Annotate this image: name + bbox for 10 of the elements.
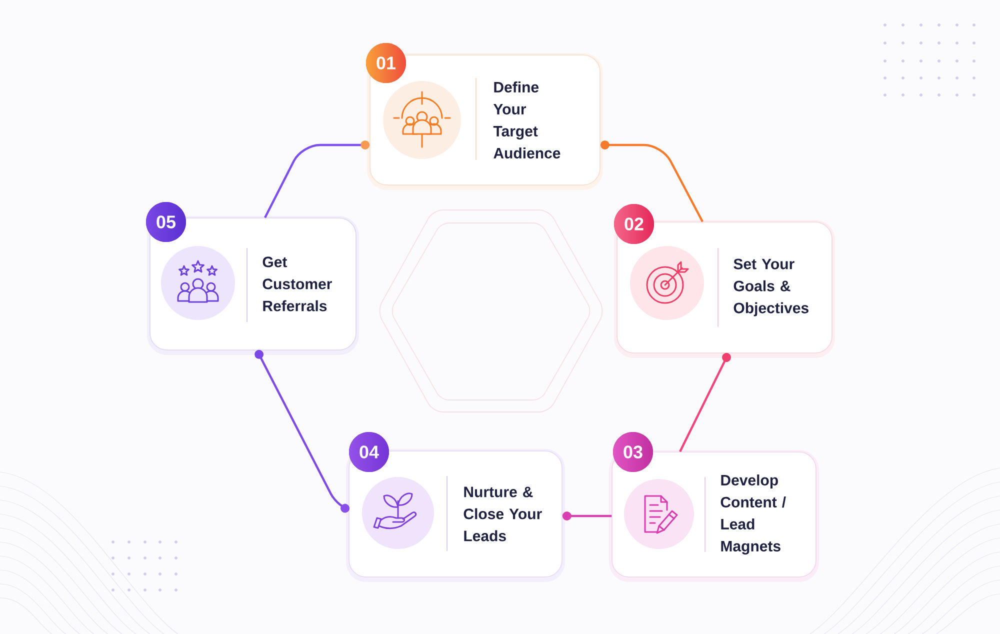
step-title: Define Your Target Audience [493,81,560,158]
connector-line [562,512,612,520]
step-title: Develop Content / Lead Magnets [720,474,786,555]
connector-line [600,140,704,222]
connector-line [264,140,370,218]
step-title: Nurture & Close Your Leads [464,486,542,542]
step-title: Get Customer Referrals [262,256,332,312]
connector-line [679,352,732,452]
step-title: Set Your Goals & Objectives [734,258,808,316]
connector-line [254,350,350,513]
